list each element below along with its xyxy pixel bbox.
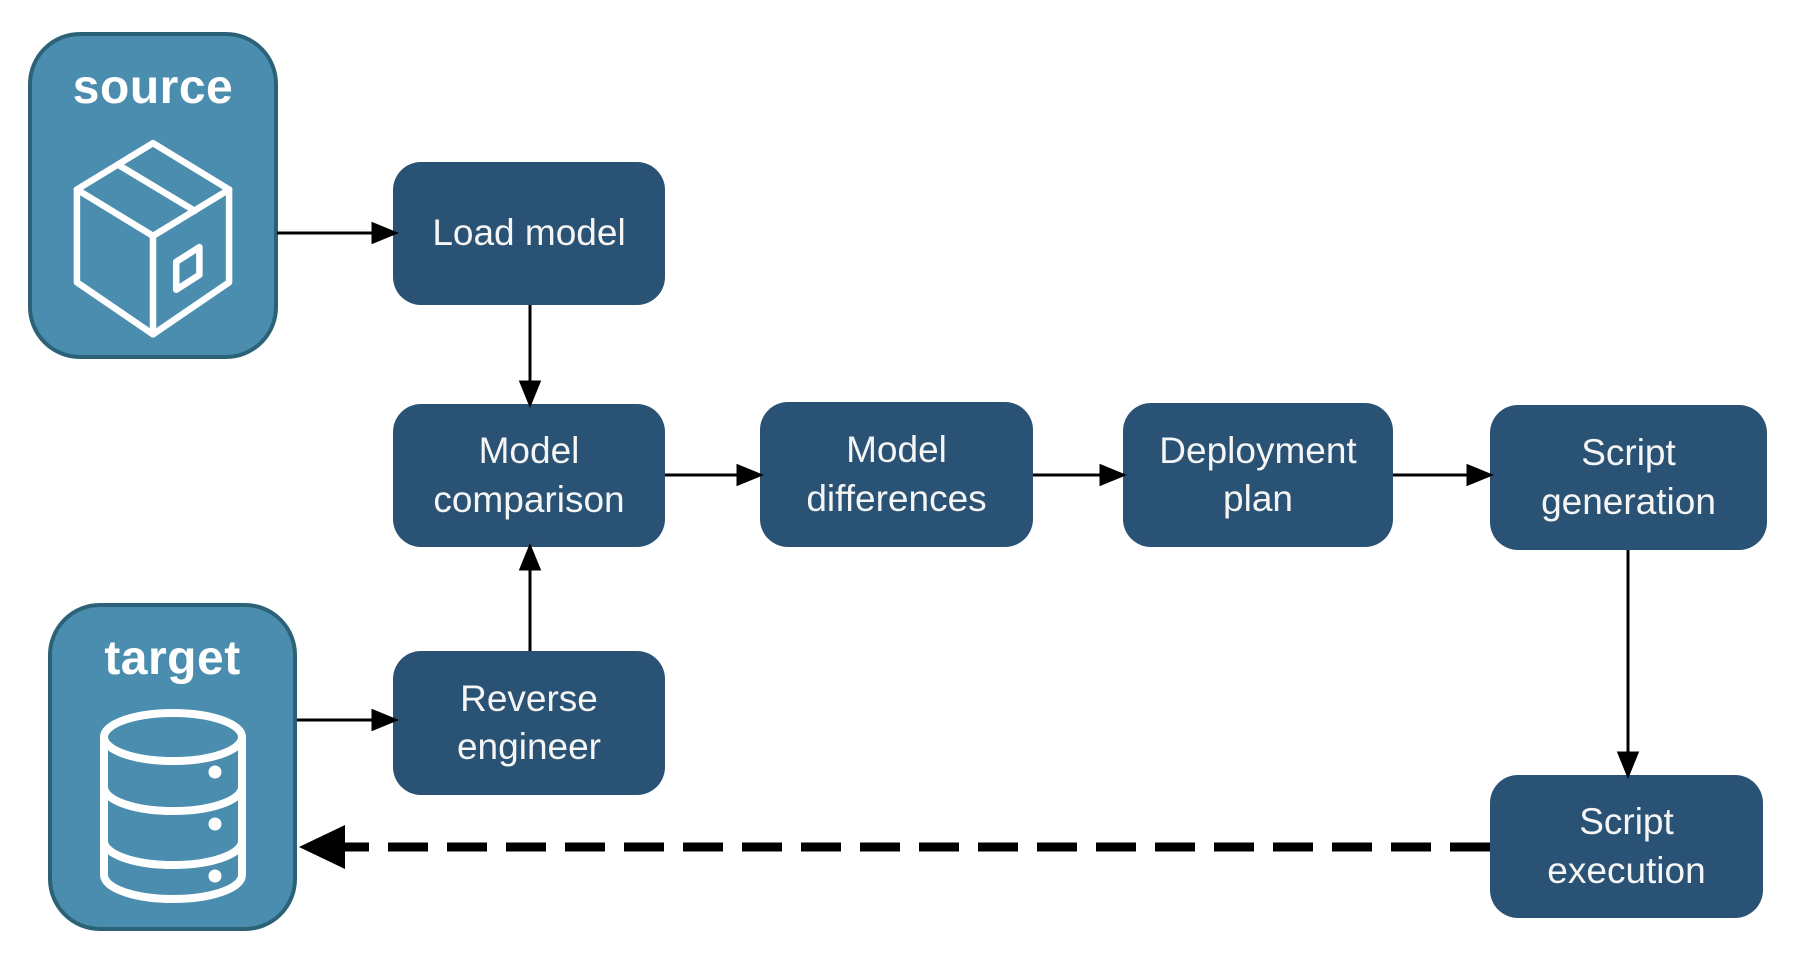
node-model-comparison: Model comparison — [393, 404, 665, 547]
arrowhead-script-generation-to-script-execution — [1616, 751, 1640, 779]
node-load-model-label: Load model — [432, 212, 626, 254]
node-model-differences: Model differences — [760, 402, 1033, 547]
arrowhead-target-to-reverse-engineer — [371, 708, 399, 732]
arrowhead-script-execution-to-target — [299, 825, 345, 869]
arrowhead-deployment-plan-to-script-generation — [1466, 463, 1494, 487]
node-model-comparison-label: Model comparison — [433, 430, 625, 520]
source-endpoint: source — [28, 32, 278, 359]
node-script-generation-label: Script generation — [1541, 432, 1716, 522]
node-deployment-plan: Deployment plan — [1123, 403, 1393, 547]
node-script-generation: Script generation — [1490, 405, 1767, 550]
source-label: source — [72, 61, 234, 114]
arrowhead-reverse-engineer-to-model-comparison — [518, 543, 542, 571]
arrowhead-source-to-load-model — [371, 221, 399, 245]
node-script-execution: Script execution — [1490, 775, 1763, 918]
node-model-differences-label: Model differences — [806, 429, 987, 519]
arrowhead-model-differences-to-deployment-plan — [1099, 463, 1127, 487]
node-script-execution-label: Script execution — [1547, 801, 1706, 891]
database-icon — [52, 686, 293, 927]
target-endpoint: target — [48, 603, 297, 931]
node-reverse-engineer: Reverse engineer — [393, 651, 665, 795]
arrowhead-load-model-to-model-comparison — [518, 380, 542, 408]
arrowhead-model-comparison-to-model-differences — [736, 463, 764, 487]
package-icon — [32, 115, 274, 355]
node-reverse-engineer-label: Reverse engineer — [456, 677, 601, 767]
node-load-model: Load model — [393, 162, 665, 305]
target-label: target — [104, 632, 241, 685]
node-deployment-plan-label: Deployment plan — [1159, 429, 1357, 519]
